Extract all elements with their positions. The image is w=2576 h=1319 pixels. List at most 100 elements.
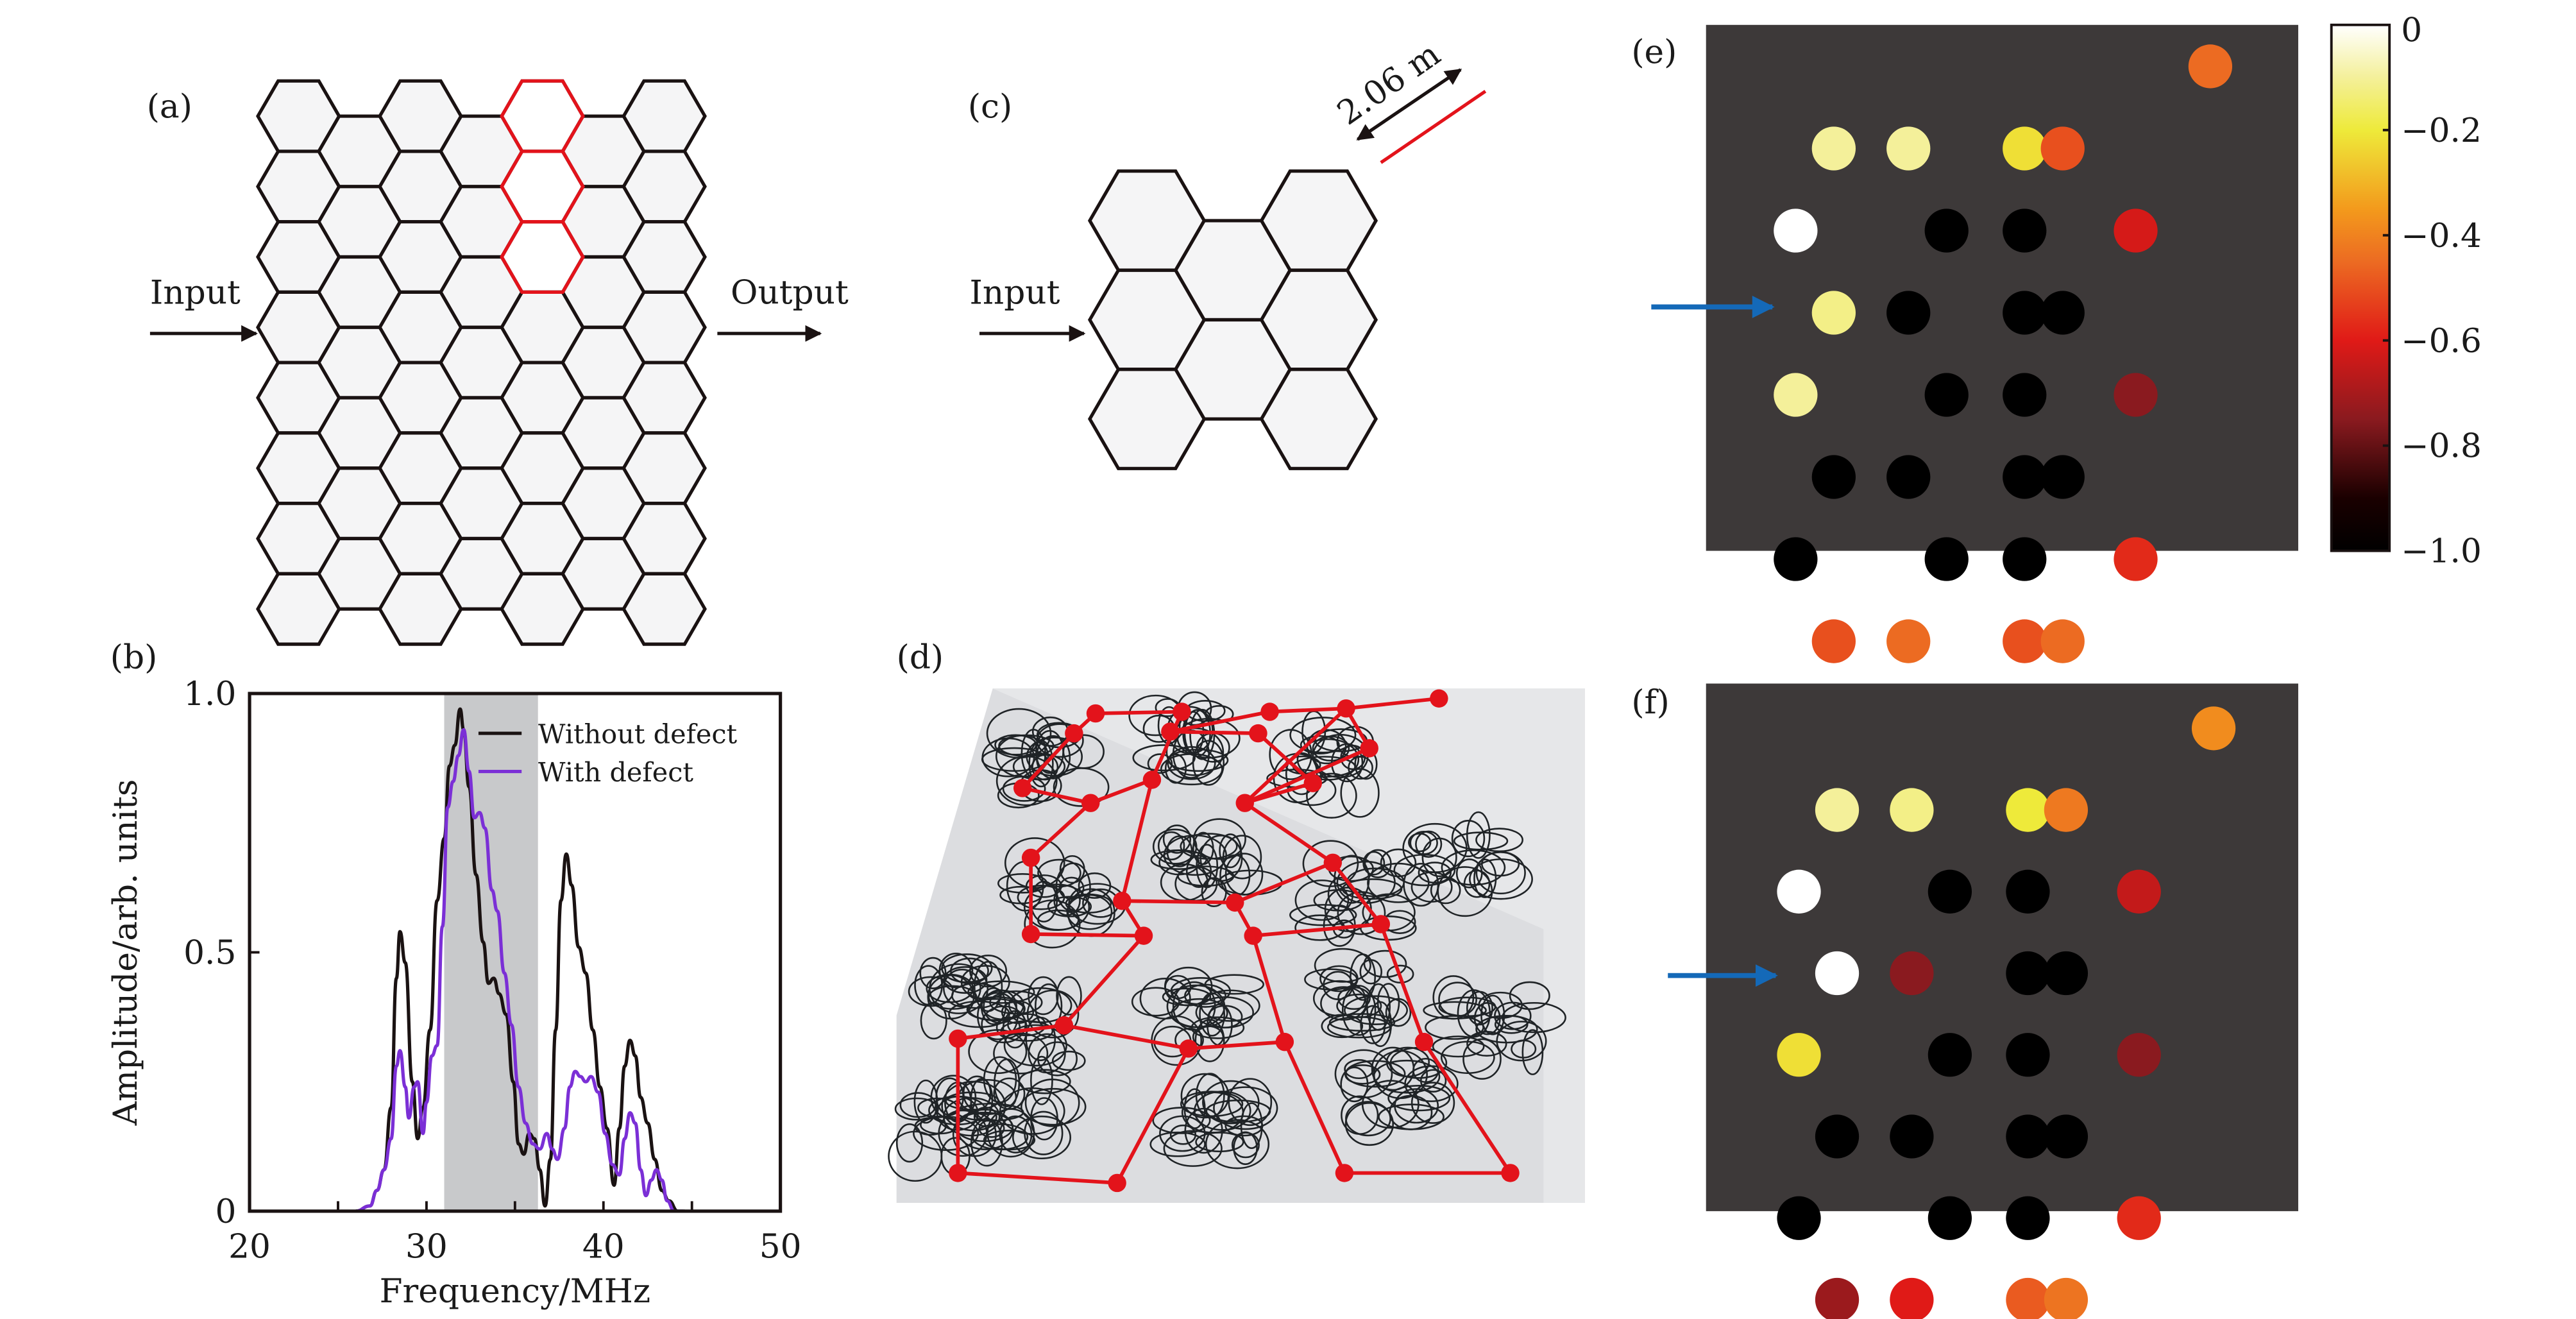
cable-loop: [1430, 876, 1461, 905]
cable-loop: [1432, 1035, 1485, 1058]
cable-loop: [1028, 976, 1059, 1016]
cable-loop: [1344, 995, 1409, 1025]
y-tick-label: 0.5: [183, 934, 236, 973]
heatmap-dot: [1928, 1196, 1972, 1240]
cable-loop: [993, 1032, 1049, 1075]
cable-loop: [1231, 1132, 1260, 1159]
cable-loop: [1191, 1016, 1245, 1039]
lattice-node: [1235, 794, 1254, 812]
cable-loop: [1340, 1066, 1369, 1103]
cable-loop: [1167, 746, 1216, 780]
lattice-node: [1081, 794, 1100, 812]
cable-network-photo: [888, 688, 1585, 1203]
cable-loop: [1056, 976, 1082, 1016]
lattice-node: [1323, 853, 1343, 872]
heatmap-dot: [1815, 951, 1860, 996]
lattice-node: [1337, 699, 1355, 718]
lattice-edge: [1422, 1041, 1512, 1174]
series-line-with-defect: [355, 728, 683, 1211]
cable-loop: [895, 1123, 924, 1163]
cable-loop: [1172, 981, 1216, 1031]
heatmap-dot: [2003, 455, 2047, 499]
input-label: Input: [150, 273, 241, 312]
lattice-overlay: [949, 689, 1520, 1193]
heatmap-dot: [2114, 537, 2158, 581]
lattice-edge: [958, 1023, 1065, 1041]
heatmap-dot: [2117, 869, 2161, 914]
colorbar-ticks: 0−0.2−0.4−0.6−0.8−1.0: [2382, 12, 2482, 571]
cable-loop: [1192, 740, 1225, 786]
lattice-edge: [1120, 779, 1154, 901]
cable-loop: [1337, 986, 1371, 1010]
cable-loop: [1162, 824, 1192, 854]
cable-loop: [1004, 837, 1065, 889]
cable-loop: [1163, 1130, 1223, 1167]
colorbar-tick-label: −0.6: [2401, 322, 2482, 361]
lattice-edge: [1243, 707, 1348, 804]
lattice-edge: [1115, 1048, 1191, 1184]
lattice-node: [1055, 1016, 1074, 1035]
cable-loop: [1222, 835, 1262, 880]
lattice-node: [1021, 924, 1040, 944]
cable-loop: [996, 755, 1058, 806]
heatmap-dot: [1890, 1114, 1934, 1159]
cable-loop: [1455, 858, 1483, 889]
heatmap-background: [1706, 24, 2298, 551]
cable-loop: [1157, 831, 1185, 861]
lattice-node: [1360, 739, 1378, 758]
lattice-node: [1086, 704, 1105, 723]
cable-loop: [1334, 855, 1370, 904]
lattice-cell: [1259, 368, 1378, 470]
heatmap-dot: [1928, 869, 1972, 914]
cable-loop: [1362, 893, 1416, 932]
cable-loop: [1147, 753, 1173, 774]
panel-d-label: (d): [897, 638, 944, 677]
cable-loop: [1340, 744, 1366, 770]
cable-loop: [1131, 987, 1180, 1017]
cable-loop: [1496, 1021, 1547, 1062]
y-tick-label: 1.0: [183, 675, 236, 713]
heatmap-dot: [1815, 1277, 1860, 1319]
cable-loop: [1306, 772, 1357, 819]
cable-loop: [1053, 767, 1110, 807]
lattice-node: [1134, 926, 1153, 945]
panel-c-label: (c): [968, 88, 1012, 126]
y-tick-label: 0: [215, 1193, 236, 1231]
panel-a: (a) Input Output: [147, 79, 849, 646]
heatmap-dot: [1924, 373, 1969, 417]
heatmap-dot: [2040, 455, 2085, 499]
lattice-node: [1179, 1039, 1198, 1058]
lattice-edge: [1030, 801, 1092, 860]
heatmap-dot: [2006, 1114, 2050, 1159]
lattice-edge: [1188, 1040, 1285, 1051]
heatmap-dot: [1886, 126, 1931, 171]
cable-loop: [1387, 1084, 1451, 1112]
cable-loop: [1228, 1078, 1273, 1127]
cable-loop: [1367, 862, 1430, 903]
heatmap-dot: [1774, 208, 1818, 253]
lattice-edge: [1257, 731, 1314, 785]
heatmap-dot: [1815, 788, 1860, 832]
lattice-edge: [1031, 932, 1144, 938]
cable-loop: [1200, 989, 1260, 1022]
cable-loop: [942, 969, 981, 1008]
heatmap-dot: [1890, 788, 1934, 832]
cable-loop: [1409, 831, 1438, 855]
cable-loop: [941, 953, 993, 983]
series-line-without-defect: [355, 707, 685, 1211]
lattice-node: [1108, 1173, 1126, 1193]
lattice-edge: [1169, 710, 1271, 734]
heatmap-dot: [2003, 291, 2047, 335]
cable-loop: [1285, 752, 1318, 796]
lattice-node: [1244, 926, 1262, 945]
lattice-cell: [622, 572, 707, 646]
cable-loop: [1269, 729, 1312, 780]
heatmap-dot: [2006, 951, 2050, 996]
cable-loop: [1480, 994, 1505, 1035]
heatmap-dot: [2117, 1196, 2161, 1240]
heatmap-dot: [1924, 537, 1969, 581]
cable-loop: [1163, 834, 1227, 876]
heatmap-dot: [1886, 291, 1931, 335]
lattice-node: [1226, 893, 1244, 912]
